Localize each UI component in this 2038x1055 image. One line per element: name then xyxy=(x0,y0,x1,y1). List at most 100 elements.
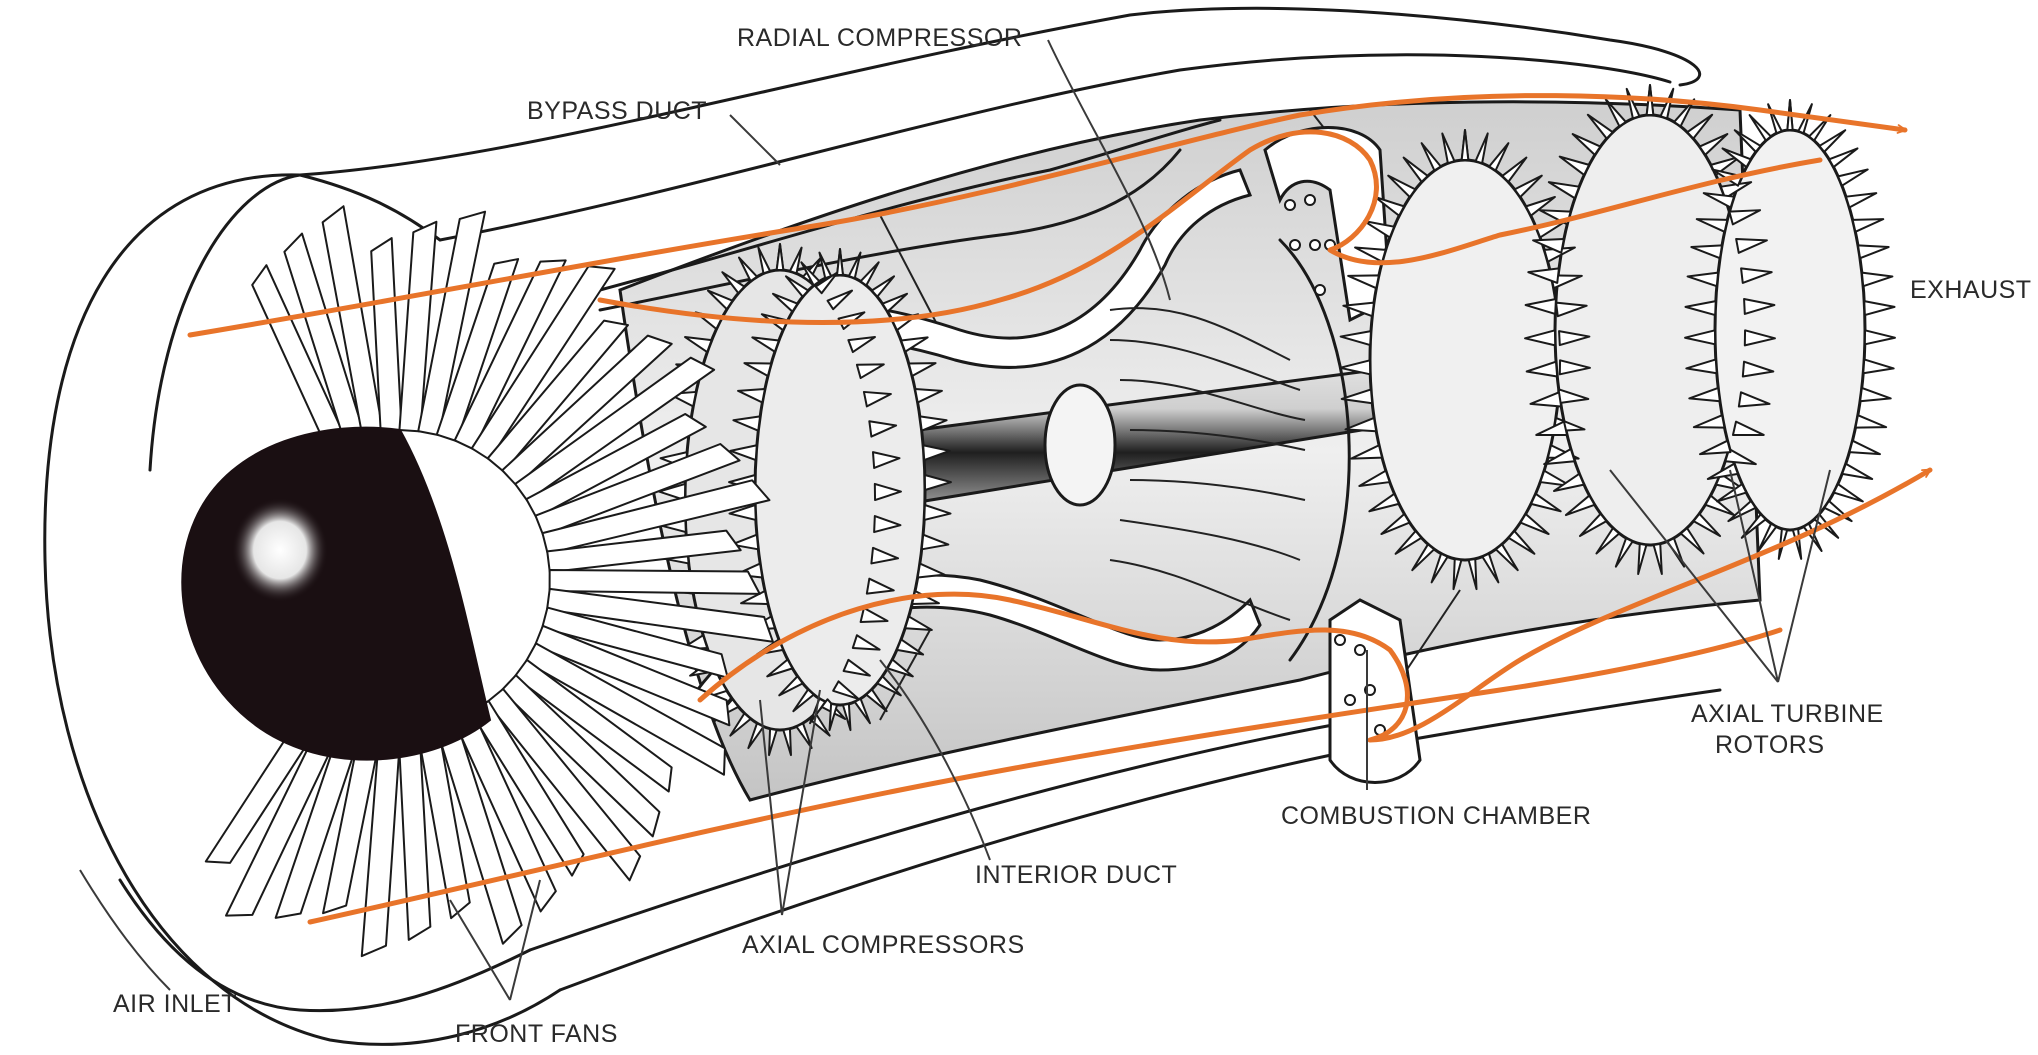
compressor-blade xyxy=(836,248,844,276)
turbine-blade xyxy=(1690,244,1723,260)
turbine-blade xyxy=(1857,244,1890,260)
compressor-blade xyxy=(737,387,766,404)
core-flow-upper xyxy=(597,129,1823,325)
compressor-blade xyxy=(886,658,914,678)
turbine-blade xyxy=(1791,527,1803,560)
turbine-blade xyxy=(1704,494,1736,517)
turbine-blade xyxy=(1527,267,1560,284)
turbine-blade xyxy=(1698,133,1729,156)
fan-blade xyxy=(541,479,771,555)
label-exhaust: EXHAUST xyxy=(1910,276,2032,304)
turbine-blade xyxy=(1543,447,1576,466)
compressor-blade xyxy=(832,680,860,700)
turbine-blade xyxy=(1818,129,1847,153)
leader-interior-duct xyxy=(879,659,991,861)
turbine-blade xyxy=(1699,439,1732,456)
compressor-blade xyxy=(788,246,803,275)
turbine-blade xyxy=(1374,195,1406,217)
turbine-blade xyxy=(1358,469,1391,488)
compressor-blades xyxy=(658,243,952,757)
turbine-blade xyxy=(1380,513,1411,536)
fan-blade xyxy=(500,674,661,838)
compressor-blade xyxy=(757,246,772,275)
label-front-fans: FRONT FANS xyxy=(455,1020,618,1048)
turbine-blade xyxy=(1411,543,1436,572)
compressor-blade xyxy=(881,292,909,313)
leader-bypass-duct xyxy=(729,114,781,166)
turbine-blade xyxy=(1525,360,1559,378)
fan-blade xyxy=(546,587,774,643)
label-interior-duct: INTERIOR DUCT xyxy=(975,861,1177,889)
turbine-blade xyxy=(1430,552,1449,584)
compressor-blade xyxy=(775,243,785,271)
turbine-blade xyxy=(1494,543,1519,572)
turbine-blade xyxy=(1637,542,1648,576)
turbine-blade xyxy=(1558,359,1591,376)
fan-blade xyxy=(470,265,616,461)
compressor-blade xyxy=(684,336,713,354)
core-flow-lower xyxy=(697,467,1930,743)
turbine-blade xyxy=(1524,329,1557,347)
fan-blade xyxy=(513,658,673,793)
fan-blade xyxy=(485,687,642,882)
turbine-blade xyxy=(1743,298,1776,315)
compressor-blade xyxy=(706,289,734,311)
turbine-blade xyxy=(1467,557,1478,591)
turbine-blade xyxy=(1740,513,1767,539)
turbine-blade xyxy=(1519,513,1550,536)
label-bypass-duct: BYPASS DUCT xyxy=(527,97,707,125)
leader-radial-compressor xyxy=(1047,39,1171,301)
compressor-blade xyxy=(855,363,885,380)
turbine-rotor-1 xyxy=(1368,158,1562,562)
compressor-blade xyxy=(920,533,950,551)
fan-blade xyxy=(546,529,742,574)
turbine-blade xyxy=(1767,103,1783,135)
compressor-blade xyxy=(747,722,765,750)
fan-blade xyxy=(525,412,707,519)
turbine-blade xyxy=(1481,552,1500,584)
compressor-blade xyxy=(841,702,852,732)
turbine-blade xyxy=(1724,447,1757,466)
compressor-blade xyxy=(923,503,952,521)
turbine-blade xyxy=(1688,386,1721,403)
turbine-blade xyxy=(1728,209,1762,226)
turbine-blade xyxy=(1387,174,1417,199)
compressor-blade xyxy=(847,251,862,280)
turbine-blade xyxy=(1501,156,1528,183)
compressor-blade xyxy=(766,658,794,678)
turbine-blade xyxy=(1716,483,1748,503)
turbine-blade xyxy=(1737,391,1771,408)
turbine-blade xyxy=(1553,472,1585,492)
bypass-flow-lower xyxy=(307,627,1783,925)
compressor-blade xyxy=(859,261,880,287)
compressor-blade xyxy=(870,275,896,298)
compressor-blade xyxy=(728,503,757,521)
turbine-blade xyxy=(1695,218,1729,233)
turbine-blade xyxy=(1555,301,1588,318)
turbine-blade xyxy=(1539,469,1572,488)
turbine-blade xyxy=(1524,195,1556,217)
turbine-blade xyxy=(1686,113,1714,140)
turbine-blade xyxy=(1837,168,1869,187)
turbine-blade xyxy=(1558,330,1591,347)
turbine-blade xyxy=(1441,132,1456,165)
turbine-blade xyxy=(1402,156,1429,183)
turbine-blade xyxy=(1741,360,1775,378)
turbine-blade xyxy=(1350,444,1384,460)
compressor-blade xyxy=(658,482,687,502)
compressor-blade xyxy=(768,727,778,757)
turbine-blade xyxy=(1673,98,1696,128)
turbine-blade xyxy=(1851,218,1885,233)
turbine-blade xyxy=(1735,237,1768,254)
compressor-blade xyxy=(729,712,752,737)
turbine-blade xyxy=(1530,492,1562,513)
turbine-blade xyxy=(1731,420,1765,436)
turbine-blade xyxy=(1474,132,1489,165)
turbine-blade xyxy=(1721,147,1752,169)
compressor-blade xyxy=(737,256,759,283)
turbine-blade xyxy=(1535,420,1569,436)
turbine-blade xyxy=(1532,237,1565,254)
turbine-blade xyxy=(1685,358,1718,375)
fan-blade xyxy=(453,259,567,451)
turbine-blade xyxy=(1832,483,1864,503)
